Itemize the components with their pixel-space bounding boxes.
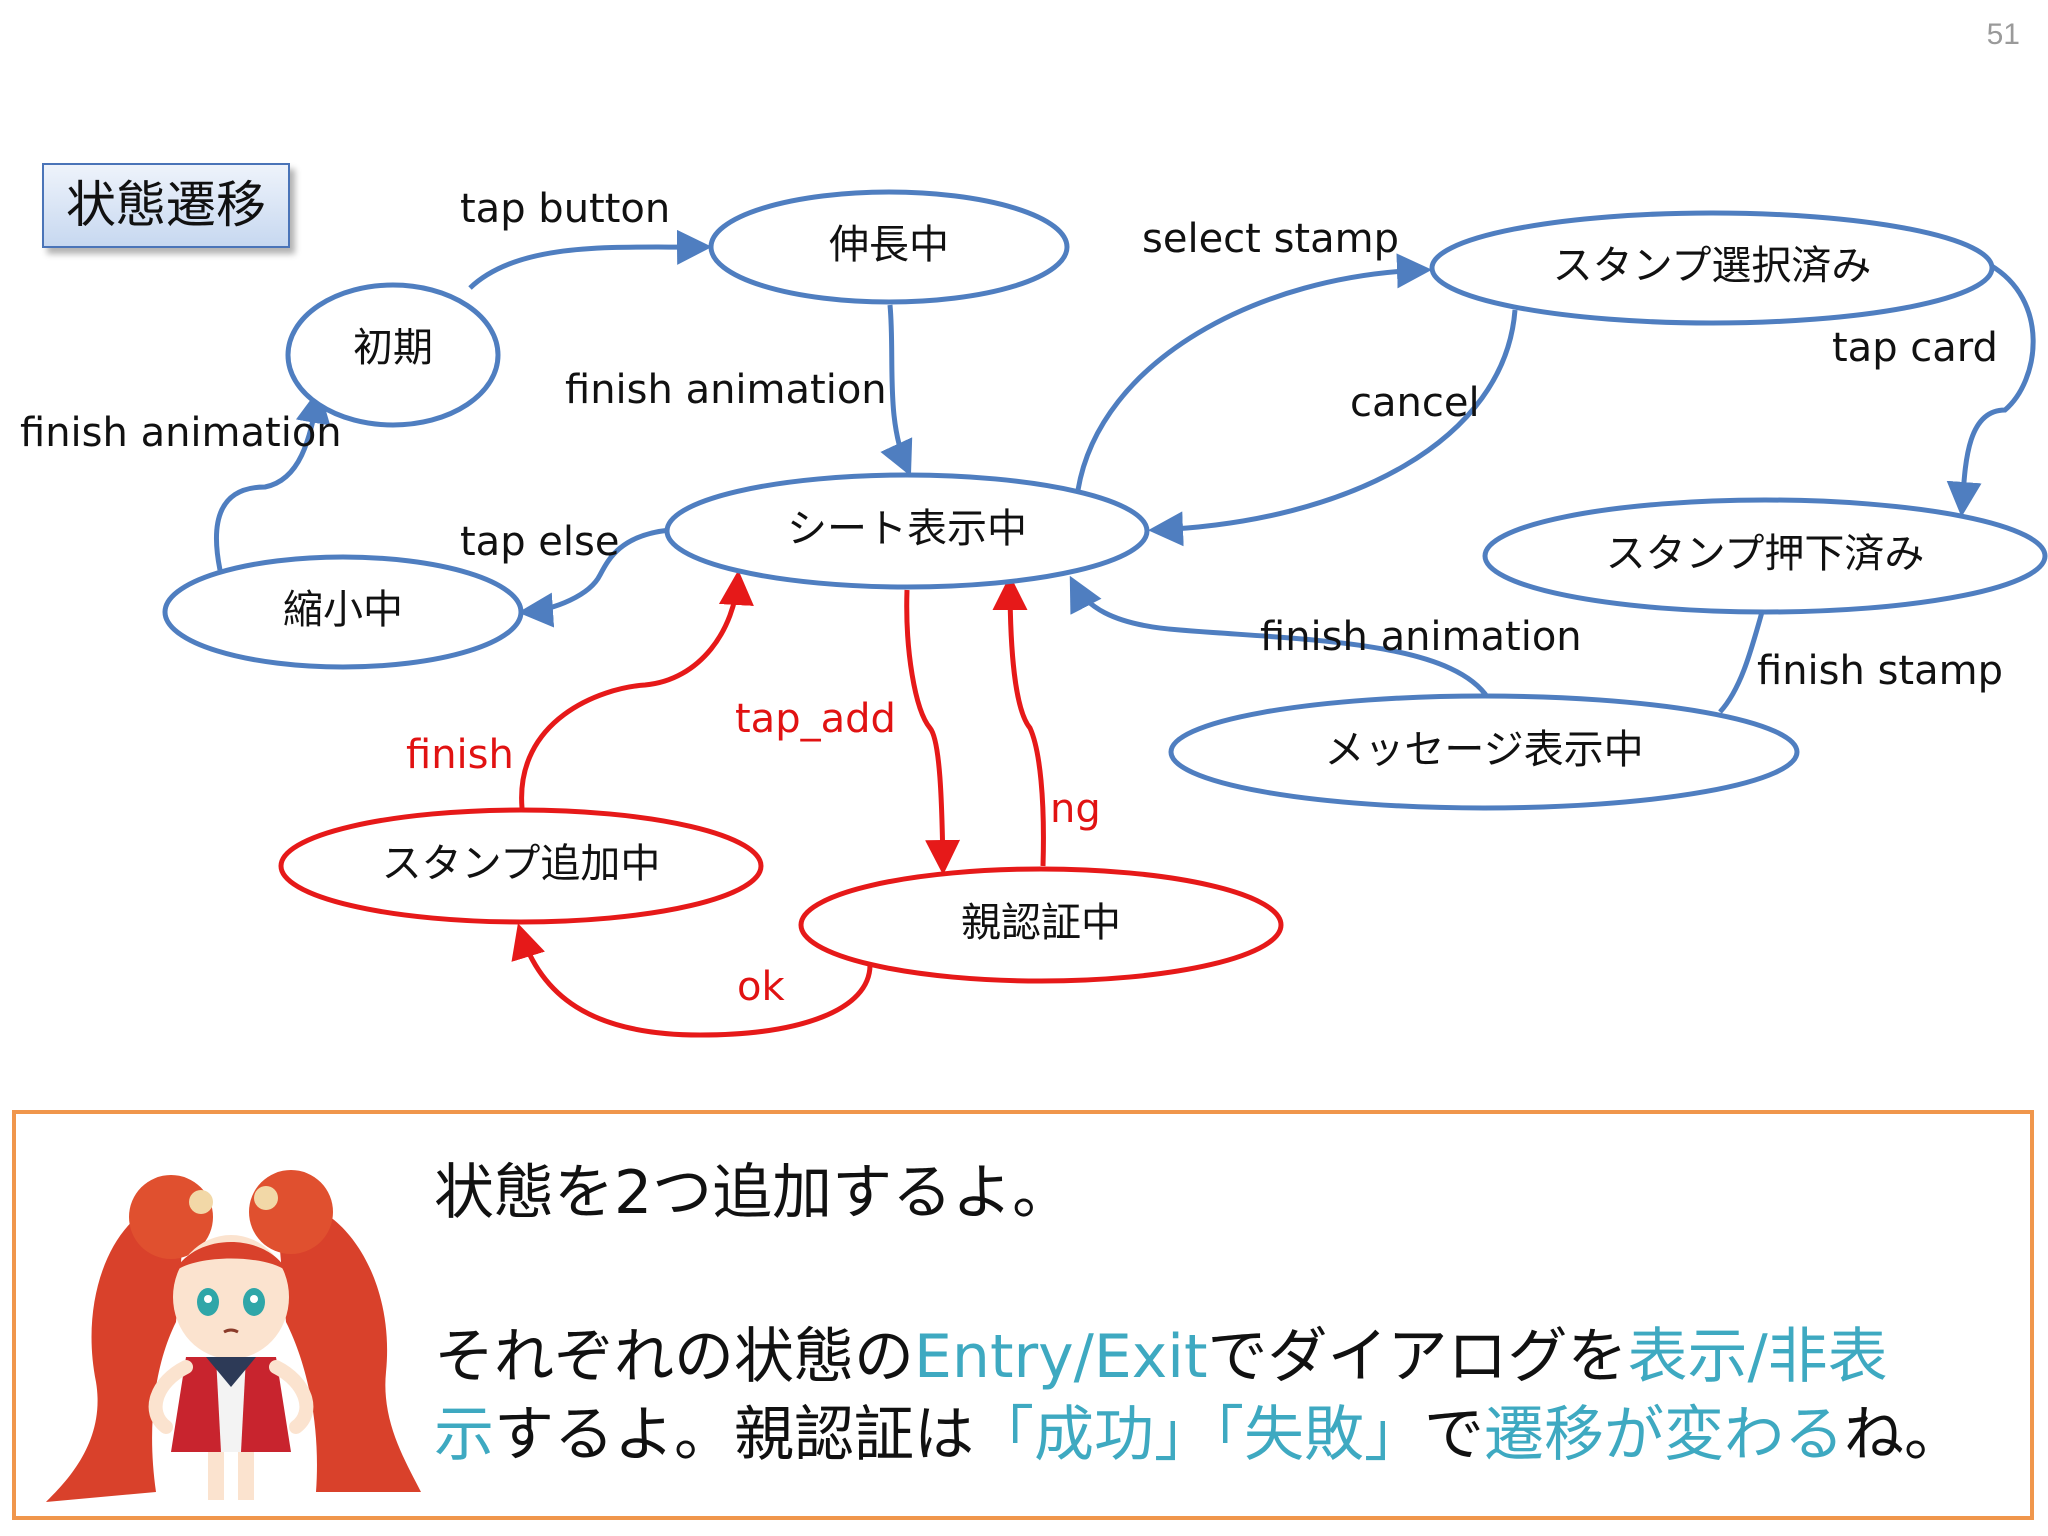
svg-text:メッセージ表示中: メッセージ表示中	[1324, 727, 1643, 773]
svg-text:シート表示中: シート表示中	[787, 506, 1027, 552]
state-sheet: シート表示中	[664, 472, 1150, 590]
edge-finish-animation-1	[880, 304, 913, 477]
state-shoki: 初期	[285, 282, 501, 428]
state-message: メッセージ表示中	[1168, 693, 1800, 811]
edge-finish-stamp	[1718, 611, 1765, 714]
label-tap-add: tap_add	[735, 696, 896, 742]
label-finish-animation-2: finish animation	[20, 410, 342, 456]
state-stamp-select: スタンプ選択済み	[1429, 210, 1995, 326]
label-select-stamp: select stamp	[1142, 216, 1399, 262]
edge-tap-else	[518, 527, 671, 628]
label-finish-animation-1: finish animation	[565, 367, 887, 413]
edge-ng	[992, 575, 1046, 867]
svg-text:伸長中: 伸長中	[829, 222, 949, 268]
edge-finish-animation-3	[1069, 575, 1491, 700]
edge-tap-add	[904, 589, 961, 875]
state-shinchou: 伸長中	[708, 189, 1070, 305]
label-finish-animation-3: finish animation	[1260, 614, 1582, 660]
edge-cancel	[1148, 309, 1518, 547]
callout-text: 状態を2つ追加するよ。 それぞれの状態のEntry/Exitでダイアログを表示/…	[434, 1154, 2024, 1474]
label-finish: finish	[406, 732, 514, 778]
slide-title: 状態遷移	[42, 163, 290, 248]
label-tap-card: tap card	[1832, 325, 1998, 371]
label-tap-else: tap else	[460, 519, 619, 565]
svg-text:親認証中: 親認証中	[961, 900, 1121, 946]
explanation-callout: 状態を2つ追加するよ。 それぞれの状態のEntry/Exitでダイアログを表示/…	[12, 1110, 2034, 1520]
label-tap-button: tap button	[460, 186, 670, 232]
edge-finish-animation-2	[213, 388, 331, 571]
state-stamp-push: スタンプ押下済み	[1482, 497, 2048, 615]
label-finish-stamp: finish stamp	[1757, 648, 2003, 694]
svg-text:縮小中: 縮小中	[283, 587, 403, 633]
edge-tap-button	[468, 229, 712, 290]
edge-tap-card	[1946, 262, 2036, 517]
svg-text:初期: 初期	[353, 325, 433, 371]
label-ok: ok	[737, 964, 785, 1010]
page-number: 51	[1986, 18, 2020, 51]
state-shukushou: 縮小中	[162, 554, 524, 670]
label-ng: ng	[1050, 786, 1101, 832]
callout-line-2: それぞれの状態のEntry/Exitでダイアログを表示/非表	[434, 1322, 1888, 1392]
callout-line-1: 状態を2つ追加するよ。	[434, 1158, 1073, 1228]
svg-text:スタンプ押下済み: スタンプ押下済み	[1606, 531, 1925, 577]
callout-line-3: 示するよ。親認証は「成功」「失敗」で遷移が変わるね。	[434, 1400, 1964, 1470]
state-stamp-add: スタンプ追加中	[278, 807, 764, 925]
svg-text:スタンプ選択済み: スタンプ選択済み	[1553, 243, 1872, 289]
mascot-character-icon	[46, 1170, 421, 1502]
svg-text:スタンプ追加中: スタンプ追加中	[382, 841, 661, 887]
edge-finish	[519, 570, 754, 809]
edge-ok	[511, 923, 873, 1038]
edge-select-stamp	[1075, 253, 1432, 491]
label-cancel: cancel	[1350, 380, 1480, 426]
state-oya: 親認証中	[798, 866, 1284, 984]
state-diagram: 初期 伸長中 シート表示中 縮小中 スタンプ選択済み スタンプ押下済み メッセー…	[20, 186, 2048, 1038]
